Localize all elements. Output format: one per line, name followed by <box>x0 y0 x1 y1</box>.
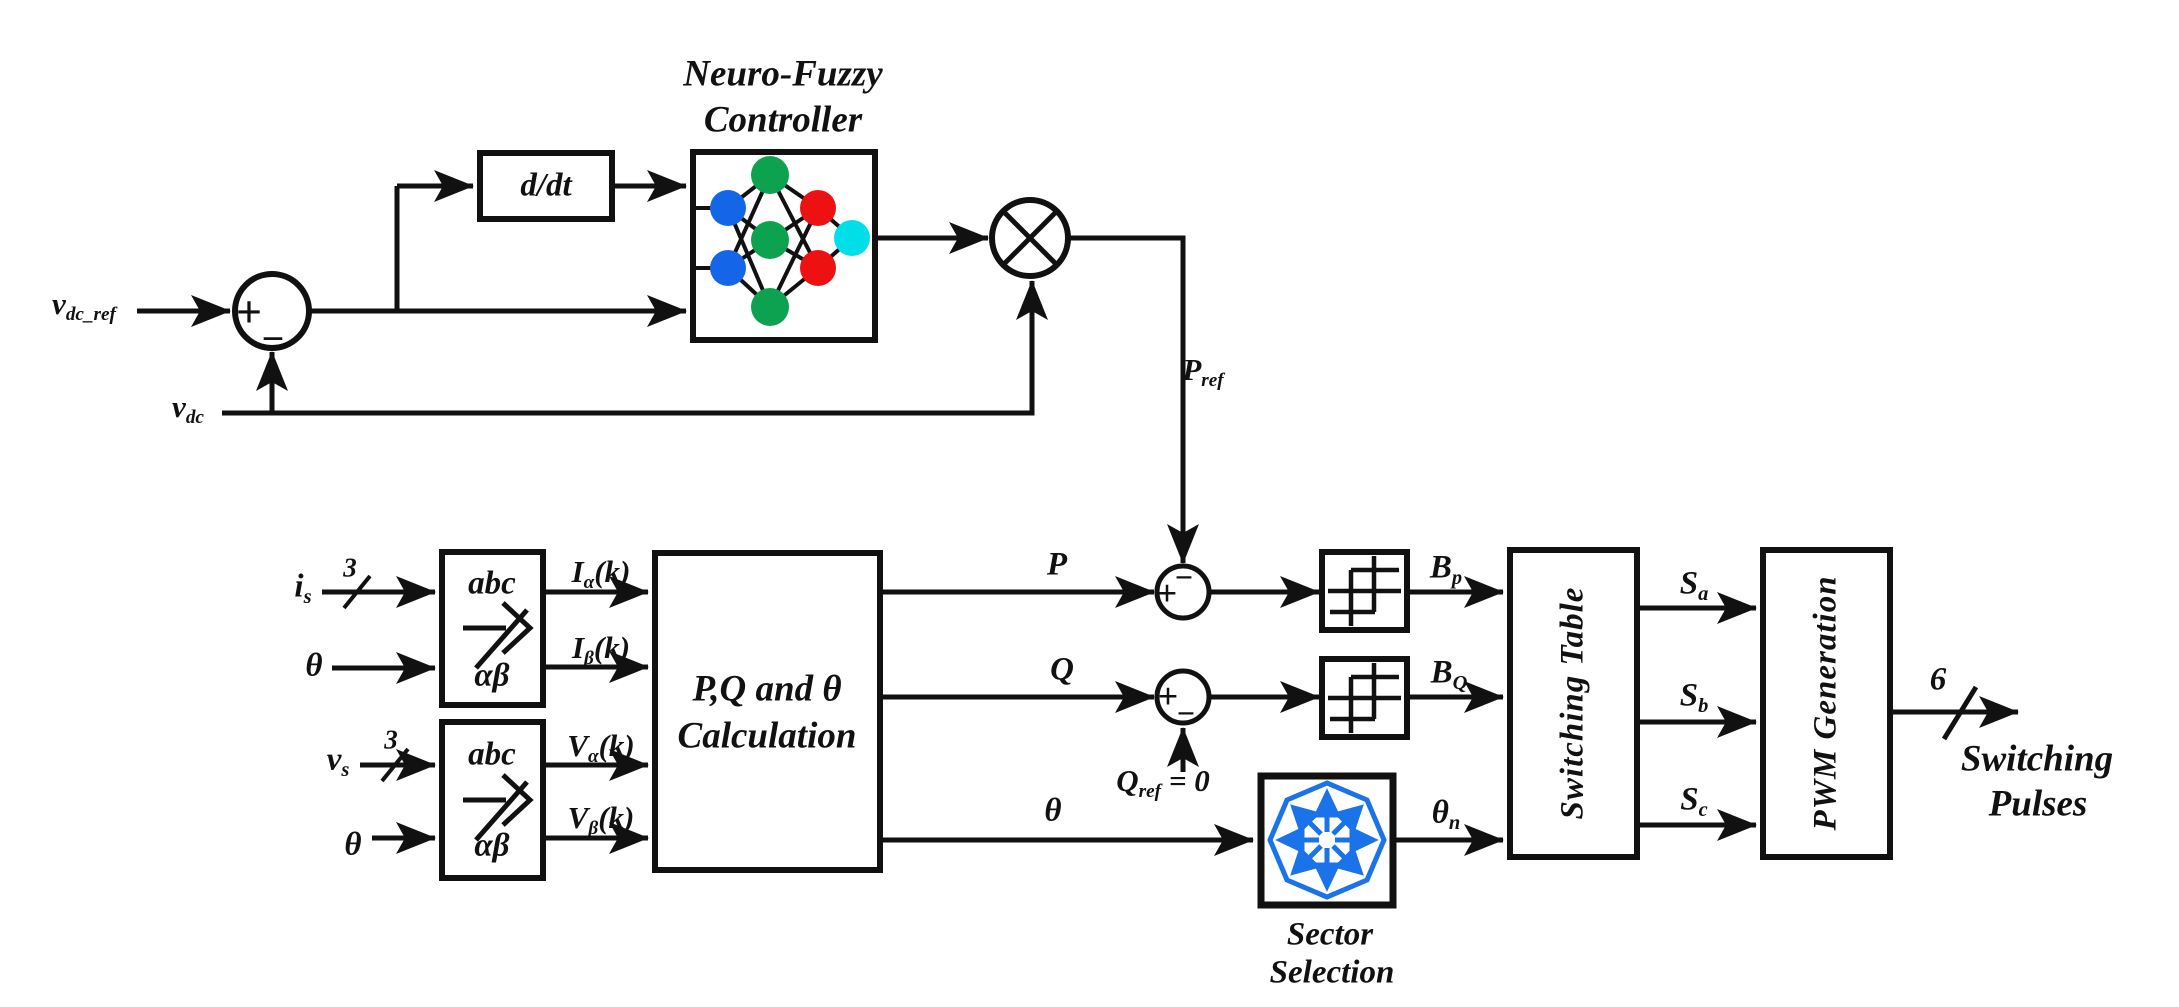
transform2-block <box>439 719 546 881</box>
is-sub: s <box>303 585 312 608</box>
is-base: i <box>294 568 304 605</box>
sector-compass-icon <box>1267 780 1387 900</box>
qsum-plus-sign: + <box>1157 676 1179 716</box>
psum-minus-sign: − <box>1174 559 1194 595</box>
pq-calculation-block-box <box>652 550 883 873</box>
transform2-abc-label: abc <box>468 736 516 773</box>
switching-table-title: Switching Table <box>1554 586 1591 820</box>
valpha-label: Vα(k) <box>567 728 635 767</box>
vdcref-sub: dc_ref <box>65 303 116 325</box>
nn-output-node <box>834 220 870 256</box>
nn-hidden-node <box>751 156 789 194</box>
pref-sub: ref <box>1201 369 1224 391</box>
pq-calc-title-line1: P,Q and θ <box>692 668 842 710</box>
wire-pref <box>1068 235 1199 564</box>
ibeta-label: Iβ(k) <box>571 630 631 669</box>
q-signal-label: Q <box>1050 651 1074 688</box>
bottom-section-wires <box>322 574 2019 856</box>
wire-vdc-feedback <box>222 280 1048 416</box>
vdc-label: vdc <box>172 391 204 427</box>
pref-base: P <box>1182 352 1202 388</box>
vdc-sub: dc <box>185 406 204 428</box>
pwm-generation-block-box <box>1760 547 1893 860</box>
nn-input-node <box>710 190 746 226</box>
vdc-base: v <box>172 389 186 425</box>
qref-label: Qref = 0 <box>1116 763 1210 802</box>
pq-calc-title-line2: Calculation <box>677 715 857 757</box>
hysteresis-block-p <box>1319 549 1410 633</box>
is-label: is <box>294 568 312 608</box>
sum1-minus-sign: − <box>261 316 285 361</box>
multiplier-junction <box>989 197 1071 279</box>
sector-label-line2: Selection <box>1269 954 1395 991</box>
nn-hidden-node <box>751 288 789 326</box>
hysteresis-block-q <box>1319 656 1410 740</box>
sa-label: Sa <box>1679 565 1709 605</box>
sum-junction-q <box>1154 668 1212 726</box>
nn-layer2-node <box>800 250 836 286</box>
theta-n-label: θn <box>1431 794 1461 834</box>
neural-network-nodes <box>710 156 870 326</box>
bp-label: Bp <box>1429 549 1463 589</box>
pref-label: Pref <box>1182 354 1223 390</box>
vs-base: v <box>326 741 342 778</box>
sum-junction-vdc <box>232 271 312 351</box>
psum-plus-sign: + <box>1156 573 1178 613</box>
sector-label-line1: Sector <box>1286 916 1374 953</box>
sum1-plus-sign: + <box>235 286 263 337</box>
bq-label: BQ <box>1430 654 1468 694</box>
vdcref-label: vdc_ref <box>52 288 116 324</box>
bus-slash-vs <box>380 747 410 783</box>
sc-label: Sc <box>1680 781 1708 821</box>
transform1-alphabeta-label: αβ <box>474 657 510 694</box>
sector-selection-block <box>1257 772 1397 909</box>
top-section-wires <box>137 170 1199 564</box>
derivative-label: d/dt <box>520 167 572 204</box>
vs-bus-count: 3 <box>384 724 398 755</box>
vbeta-label: Vβ(k) <box>567 800 635 839</box>
controller-title-line1: Neuro-Fuzzy <box>683 53 883 95</box>
output-label-line2: Pulses <box>1988 783 2088 825</box>
theta-signal-label: θ <box>1044 792 1062 829</box>
nn-layer2-node <box>800 190 836 226</box>
transform1-abc-label: abc <box>468 565 516 602</box>
bus-slash-is <box>342 574 372 610</box>
derivative-block-box <box>477 150 615 222</box>
controller-title-line2: Controller <box>703 99 863 141</box>
vs-sub: s <box>341 758 350 781</box>
vs-label: vs <box>326 741 350 781</box>
bus-slash-out <box>1941 685 1979 741</box>
qsum-minus-sign: − <box>1176 695 1196 731</box>
transform1-block <box>439 549 546 708</box>
switching-table-block-box <box>1507 547 1640 860</box>
theta2-label: θ <box>344 826 362 863</box>
nn-hidden-node <box>751 221 789 259</box>
vdcref-base: v <box>52 286 66 322</box>
pwm-generation-title: PWM Generation <box>1807 575 1844 831</box>
transform2-alphabeta-label: αβ <box>474 827 510 864</box>
ialpha-label: Iα(k) <box>571 554 631 593</box>
hysteresis-icon <box>1328 556 1401 626</box>
is-bus-count: 3 <box>343 552 357 583</box>
nn-input-node <box>710 250 746 286</box>
p-signal-label: P <box>1046 546 1068 583</box>
output-bus-count: 6 <box>1929 661 1947 698</box>
theta1-label: θ <box>305 647 323 684</box>
output-label-line1: Switching <box>1960 738 2114 780</box>
hysteresis-icon <box>1328 663 1401 733</box>
sum-junction-p <box>1154 563 1212 621</box>
sb-label: Sb <box>1679 677 1709 717</box>
